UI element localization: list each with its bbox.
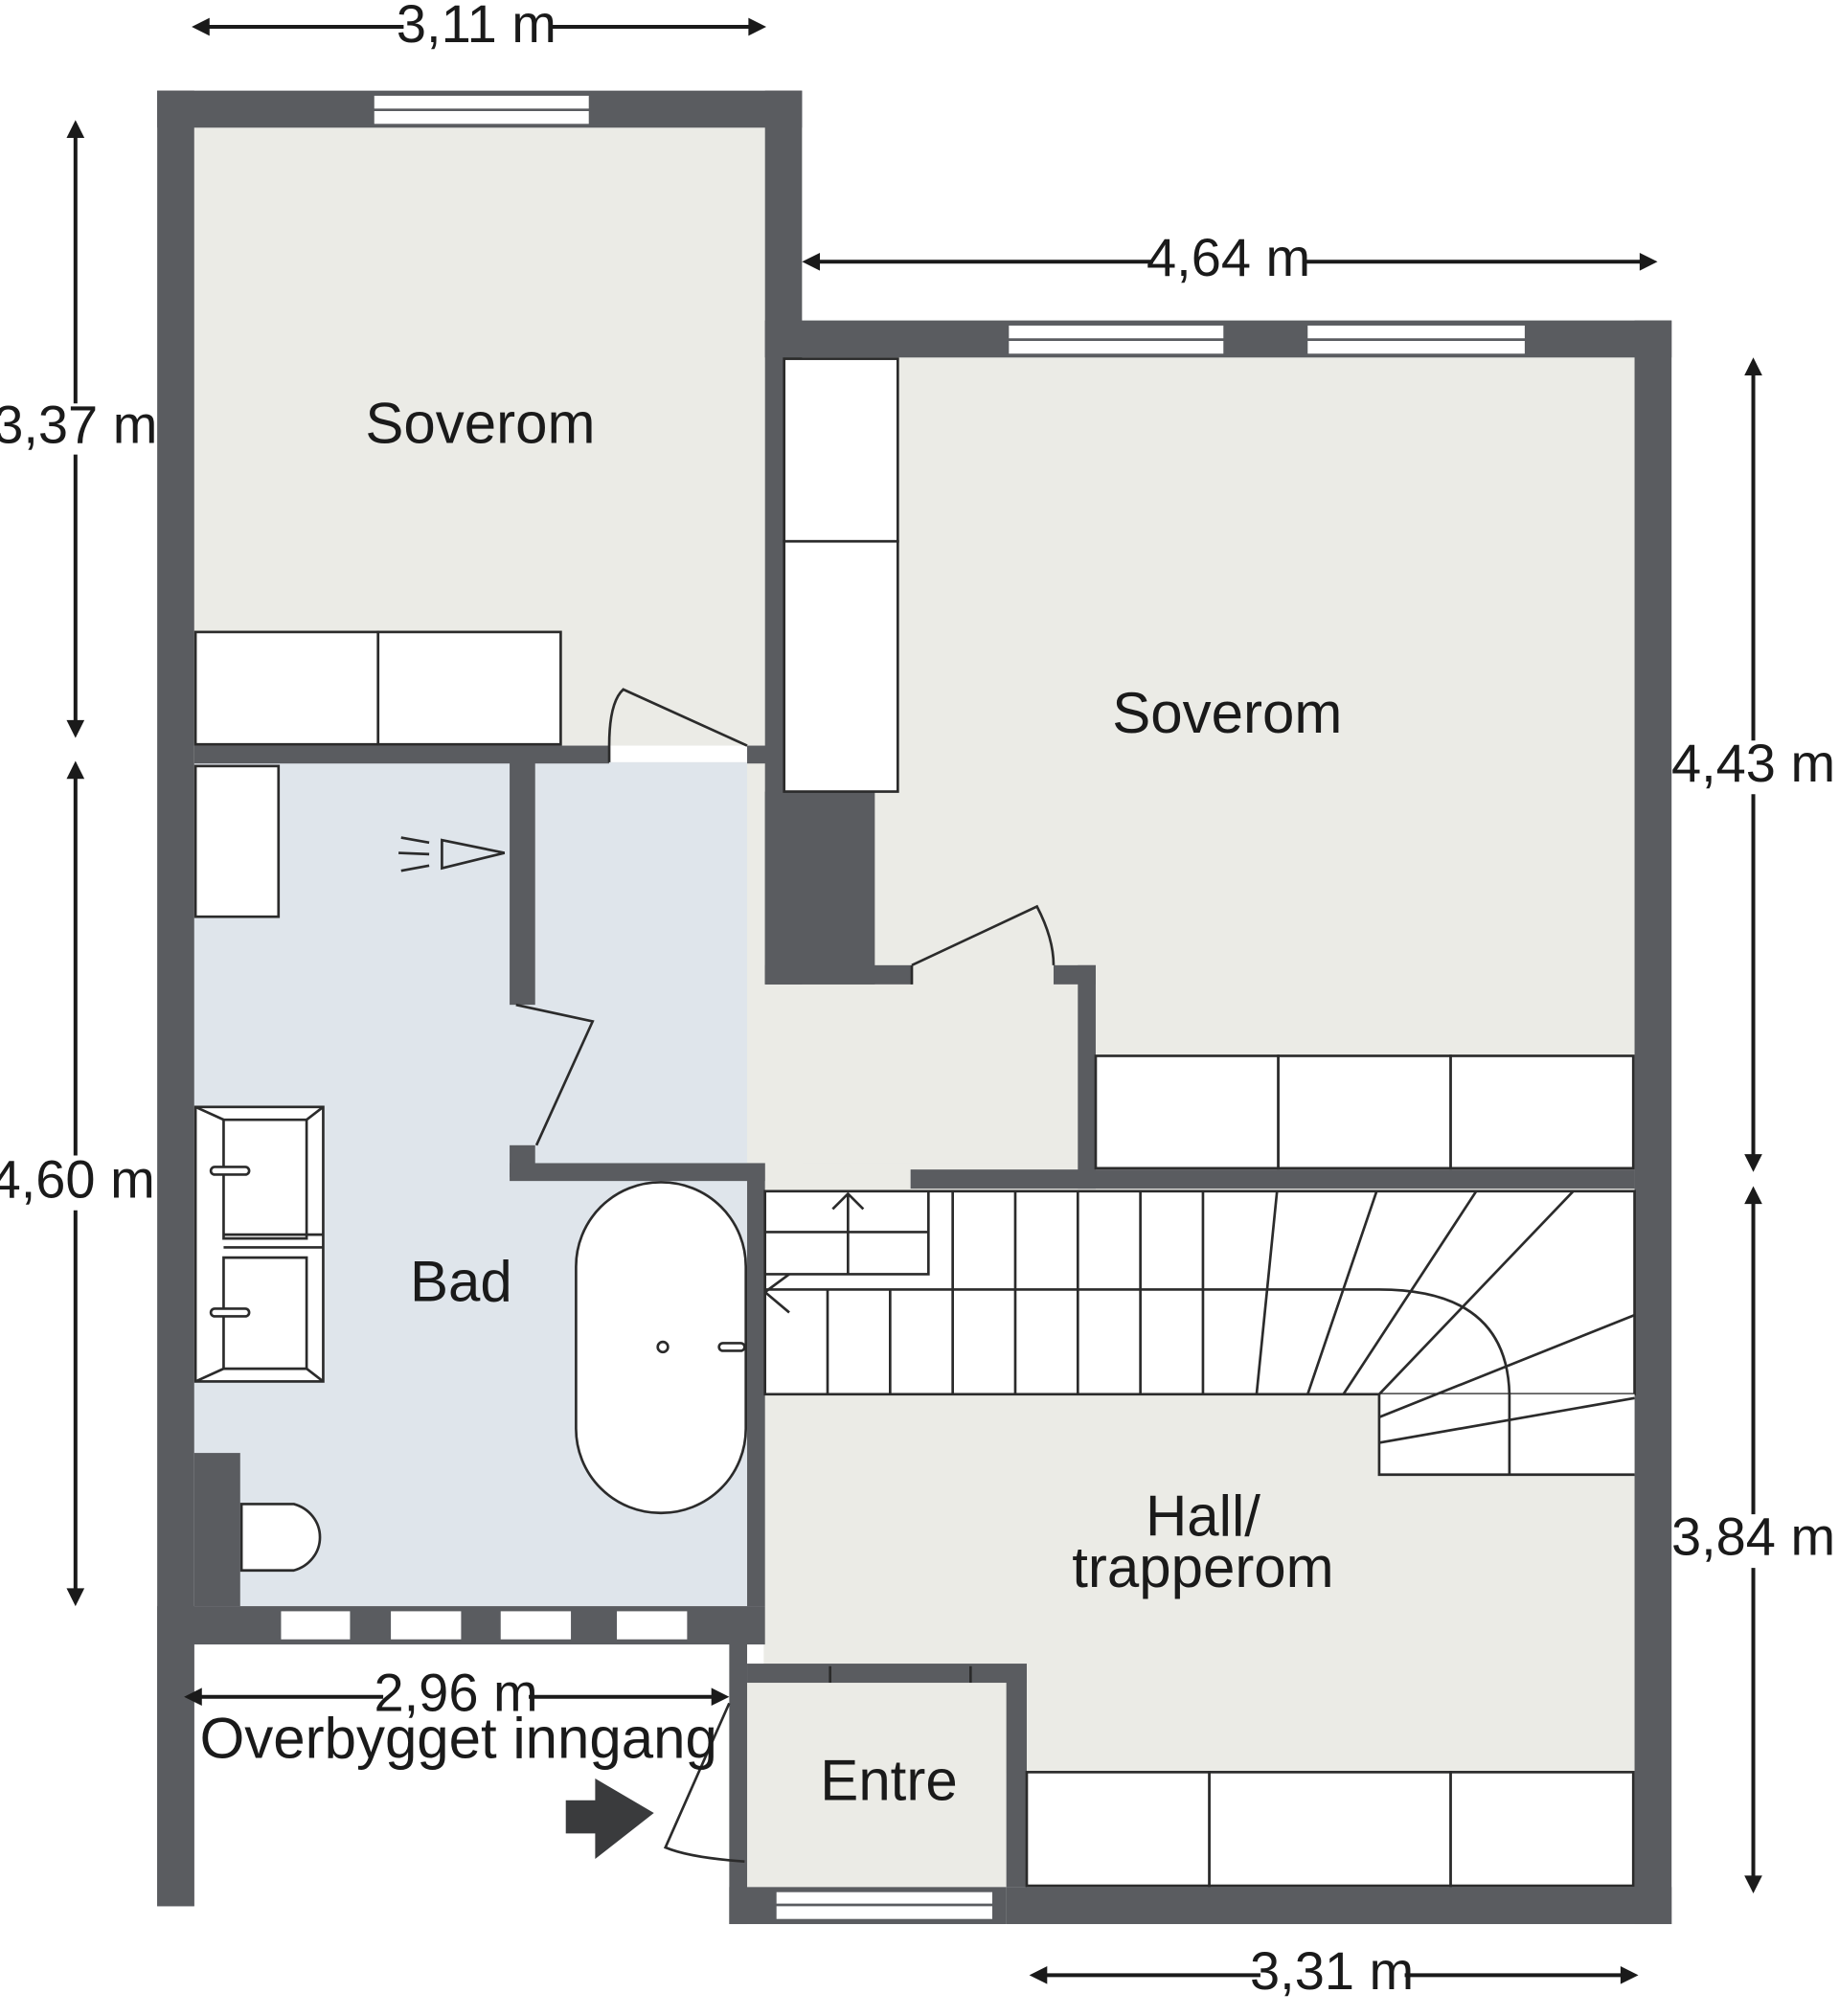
dimension-bottom: 3,31 m xyxy=(1250,1940,1414,2001)
wardrobe xyxy=(1277,1054,1452,1170)
door xyxy=(515,1003,595,1146)
room-label-bad: Bad xyxy=(410,1249,512,1313)
wardrobe xyxy=(193,630,380,746)
wardrobe xyxy=(1449,1771,1635,1888)
dimension-right-lower: 3,84 m xyxy=(1671,1506,1835,1567)
windows xyxy=(278,93,1528,1922)
staircase xyxy=(763,1189,1636,1477)
room-labels: Soverom Soverom Bad Hall/ trapperom Entr… xyxy=(200,392,1343,1813)
entre-floor xyxy=(744,1683,1007,1888)
dimension-left-lower: 4,60 m xyxy=(0,1148,155,1209)
window xyxy=(388,1608,465,1642)
door xyxy=(663,1702,745,1864)
door xyxy=(910,904,1056,985)
doors xyxy=(515,688,1056,1864)
door xyxy=(607,688,748,762)
dimension-right-upper: 4,43 m xyxy=(1671,733,1835,793)
wardrobes xyxy=(193,357,1635,1888)
toilet xyxy=(239,1503,322,1573)
room-label-hall: Hall/ xyxy=(1146,1484,1260,1549)
wardrobe xyxy=(1449,1054,1635,1170)
walls xyxy=(157,90,1672,1925)
dimension-top-left: 3,11 m xyxy=(397,0,556,54)
dimension-left-upper: 3,37 m xyxy=(0,395,157,455)
wardrobe xyxy=(1208,1771,1452,1888)
room-label-soverom-1: Soverom xyxy=(365,392,595,456)
window xyxy=(278,1608,353,1642)
entrance-arrow-icon xyxy=(565,1778,654,1860)
bathroom-cabinet xyxy=(193,764,281,918)
wardrobe xyxy=(783,539,899,793)
double-sink xyxy=(193,1105,325,1383)
dimension-top-right: 4,64 m xyxy=(1147,227,1310,287)
room-label-overbygget-inngang: Overbygget inngang xyxy=(200,1707,717,1771)
dimension-entrance: 2,96 m xyxy=(374,1662,537,1722)
window xyxy=(498,1608,574,1642)
wardrobe xyxy=(783,357,899,543)
room-label-entre: Entre xyxy=(820,1749,957,1813)
room-label-trapperom: trapperom xyxy=(1072,1535,1333,1599)
room-label-soverom-2: Soverom xyxy=(1112,681,1342,745)
wardrobe xyxy=(1025,1771,1211,1888)
wardrobe xyxy=(376,630,562,746)
bathroom-fixtures xyxy=(193,836,748,1573)
light-icon xyxy=(398,836,506,872)
window xyxy=(614,1608,691,1642)
wardrobe xyxy=(1094,1054,1280,1170)
